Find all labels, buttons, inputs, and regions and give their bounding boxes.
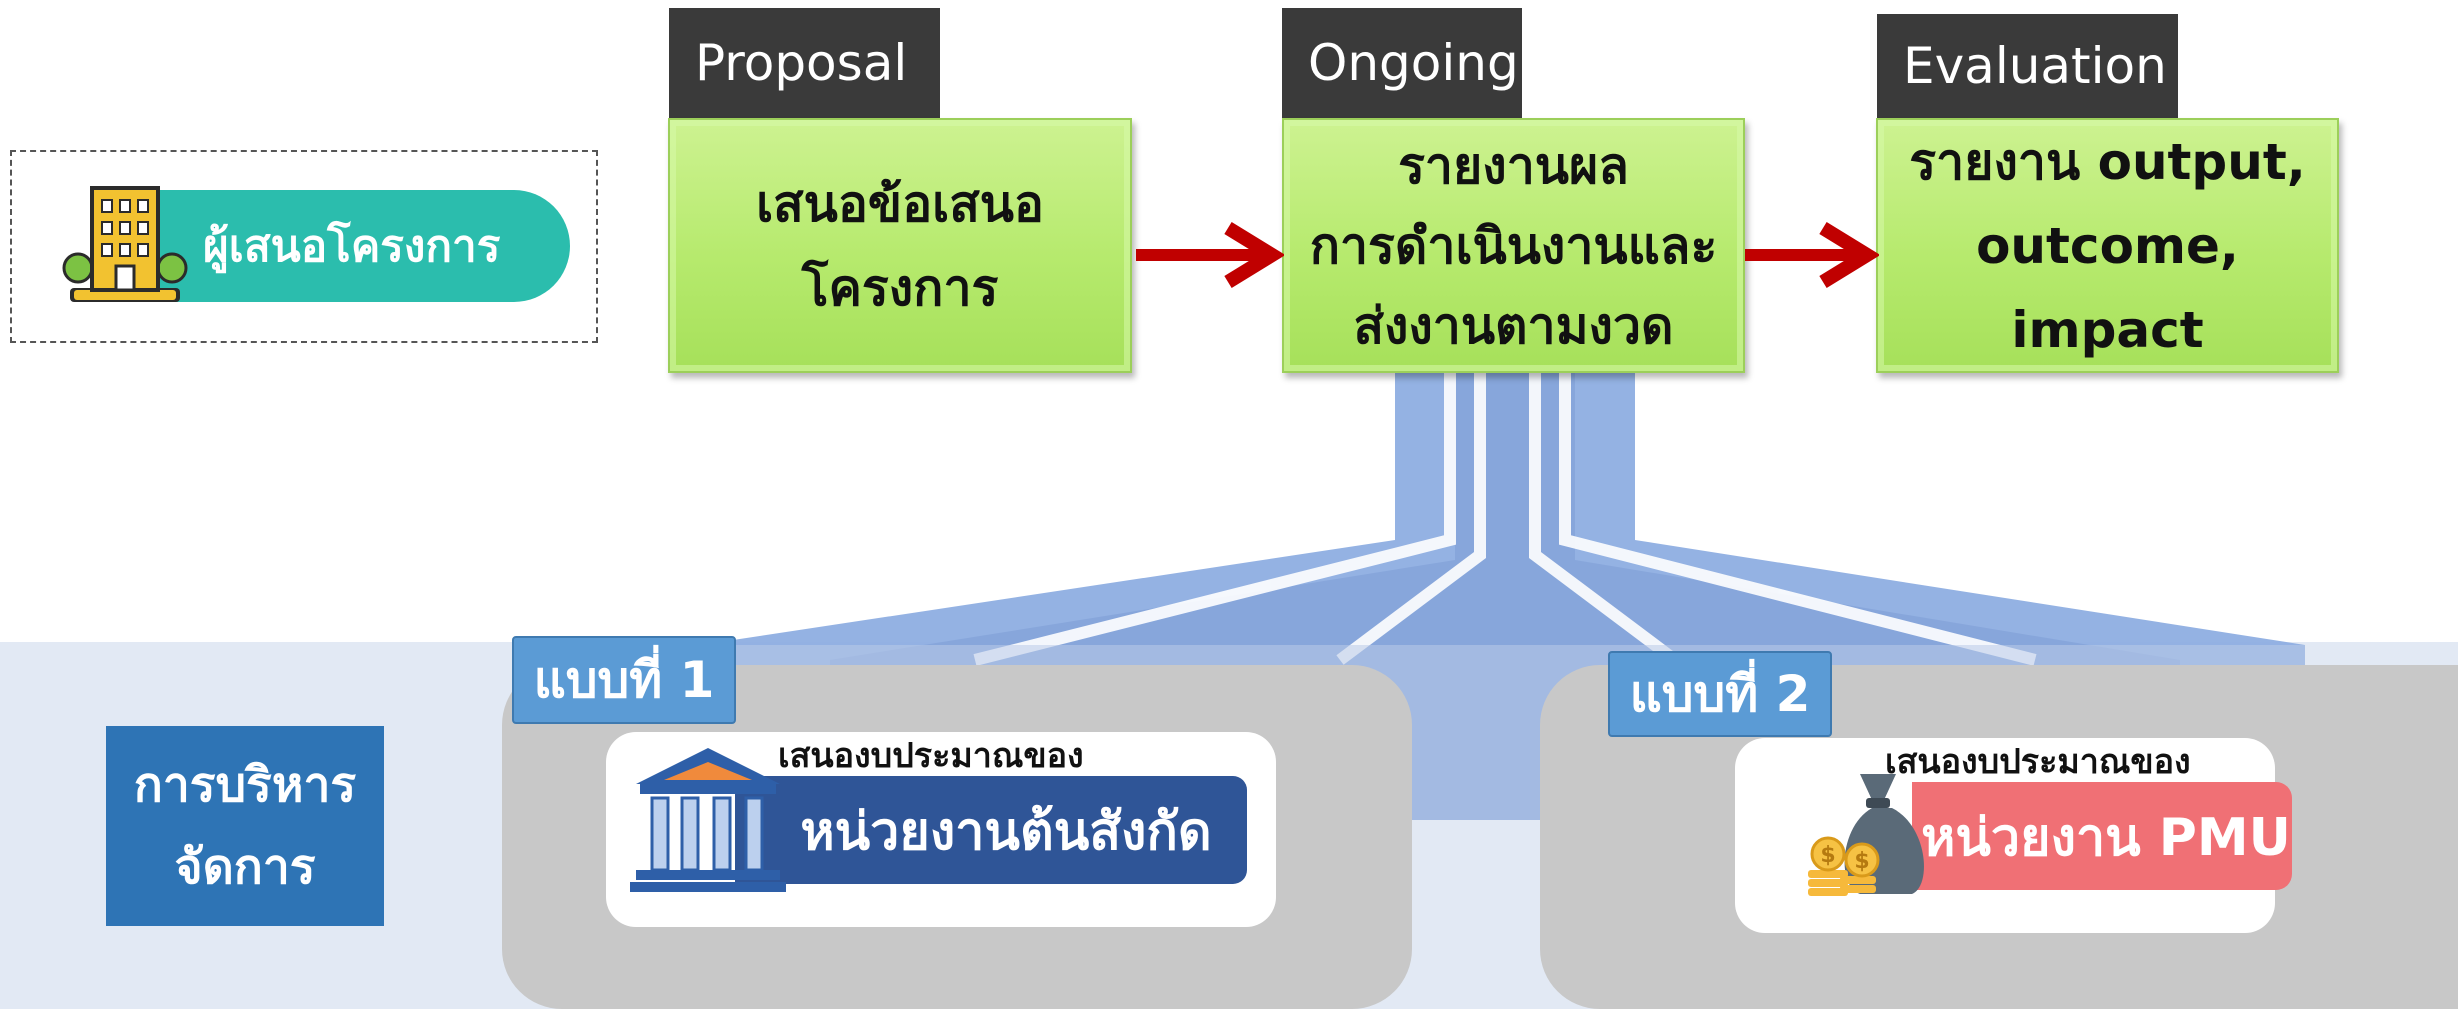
stage-text: รายงาน output, outcome, impact bbox=[1878, 120, 2337, 372]
unit-bar-2: หน่วยงาน PMU bbox=[1912, 782, 2292, 890]
stage-tag-text: Ongoing bbox=[1308, 34, 1519, 92]
stage-text: เสนอข้อเสนอ โครงการ bbox=[756, 162, 1044, 330]
proposer-label: ผู้เสนอโครงการ bbox=[145, 190, 570, 302]
stage-tag-ongoing: Ongoing bbox=[1282, 8, 1522, 118]
stage-line: เสนอข้อเสนอ bbox=[756, 174, 1044, 233]
svg-text:$: $ bbox=[1820, 843, 1835, 868]
option-tag-1: แบบที่ 1 bbox=[512, 636, 736, 724]
government-building-icon bbox=[630, 748, 786, 892]
option-caption-2: เสนองบประมาณของ bbox=[1885, 742, 2191, 782]
stage-line: outcome, impact bbox=[1976, 216, 2239, 359]
stage-box-proposal: เสนอข้อเสนอ โครงการ bbox=[668, 118, 1132, 373]
svg-text:$: $ bbox=[1854, 849, 1869, 874]
proposer-text: ผู้เสนอโครงการ bbox=[203, 221, 501, 272]
stage-line: ส่งงานตามงวด bbox=[1353, 296, 1674, 355]
arrow-right-icon bbox=[1745, 222, 1879, 288]
stage-line: โครงการ bbox=[801, 258, 999, 317]
arrow-right-icon bbox=[1136, 222, 1284, 288]
unit-text: หน่วยงานต้นสังกัด bbox=[800, 801, 1212, 862]
option-tag-2: แบบที่ 2 bbox=[1608, 651, 1832, 737]
money-bag-icon: $ $ bbox=[1808, 774, 1924, 896]
stage-tag-proposal: Proposal bbox=[669, 8, 940, 118]
stage-text: รายงานผล การดำเนินงานและ ส่งงานตามงวด bbox=[1310, 126, 1718, 366]
stage-line: รายงาน output, bbox=[1909, 132, 2306, 191]
option-tag-text: แบบที่ 1 bbox=[533, 650, 715, 709]
option-tag-text: แบบที่ 2 bbox=[1629, 664, 1811, 723]
management-label: การบริหาร จัดการ bbox=[106, 726, 384, 926]
stage-tag-text: Proposal bbox=[695, 34, 908, 92]
unit-text: หน่วยงาน PMU bbox=[1921, 807, 2291, 868]
option-caption-1: เสนองบประมาณของ bbox=[778, 736, 1084, 776]
stage-box-ongoing: รายงานผล การดำเนินงานและ ส่งงานตามงวด bbox=[1282, 118, 1745, 373]
proposer-frame bbox=[10, 150, 598, 343]
management-line: การบริหาร bbox=[133, 757, 357, 813]
stage-line: รายงานผล bbox=[1398, 136, 1629, 195]
stage-box-evaluation: รายงาน output, outcome, impact bbox=[1876, 118, 2339, 373]
unit-bar-1: หน่วยงานต้นสังกัด bbox=[735, 776, 1247, 884]
building-icon bbox=[62, 186, 188, 302]
stage-tag-text: Evaluation bbox=[1903, 37, 2167, 95]
management-line: จัดการ bbox=[174, 839, 316, 895]
stage-tag-evaluation: Evaluation bbox=[1877, 14, 2178, 118]
stage-line: การดำเนินงานและ bbox=[1309, 216, 1718, 275]
